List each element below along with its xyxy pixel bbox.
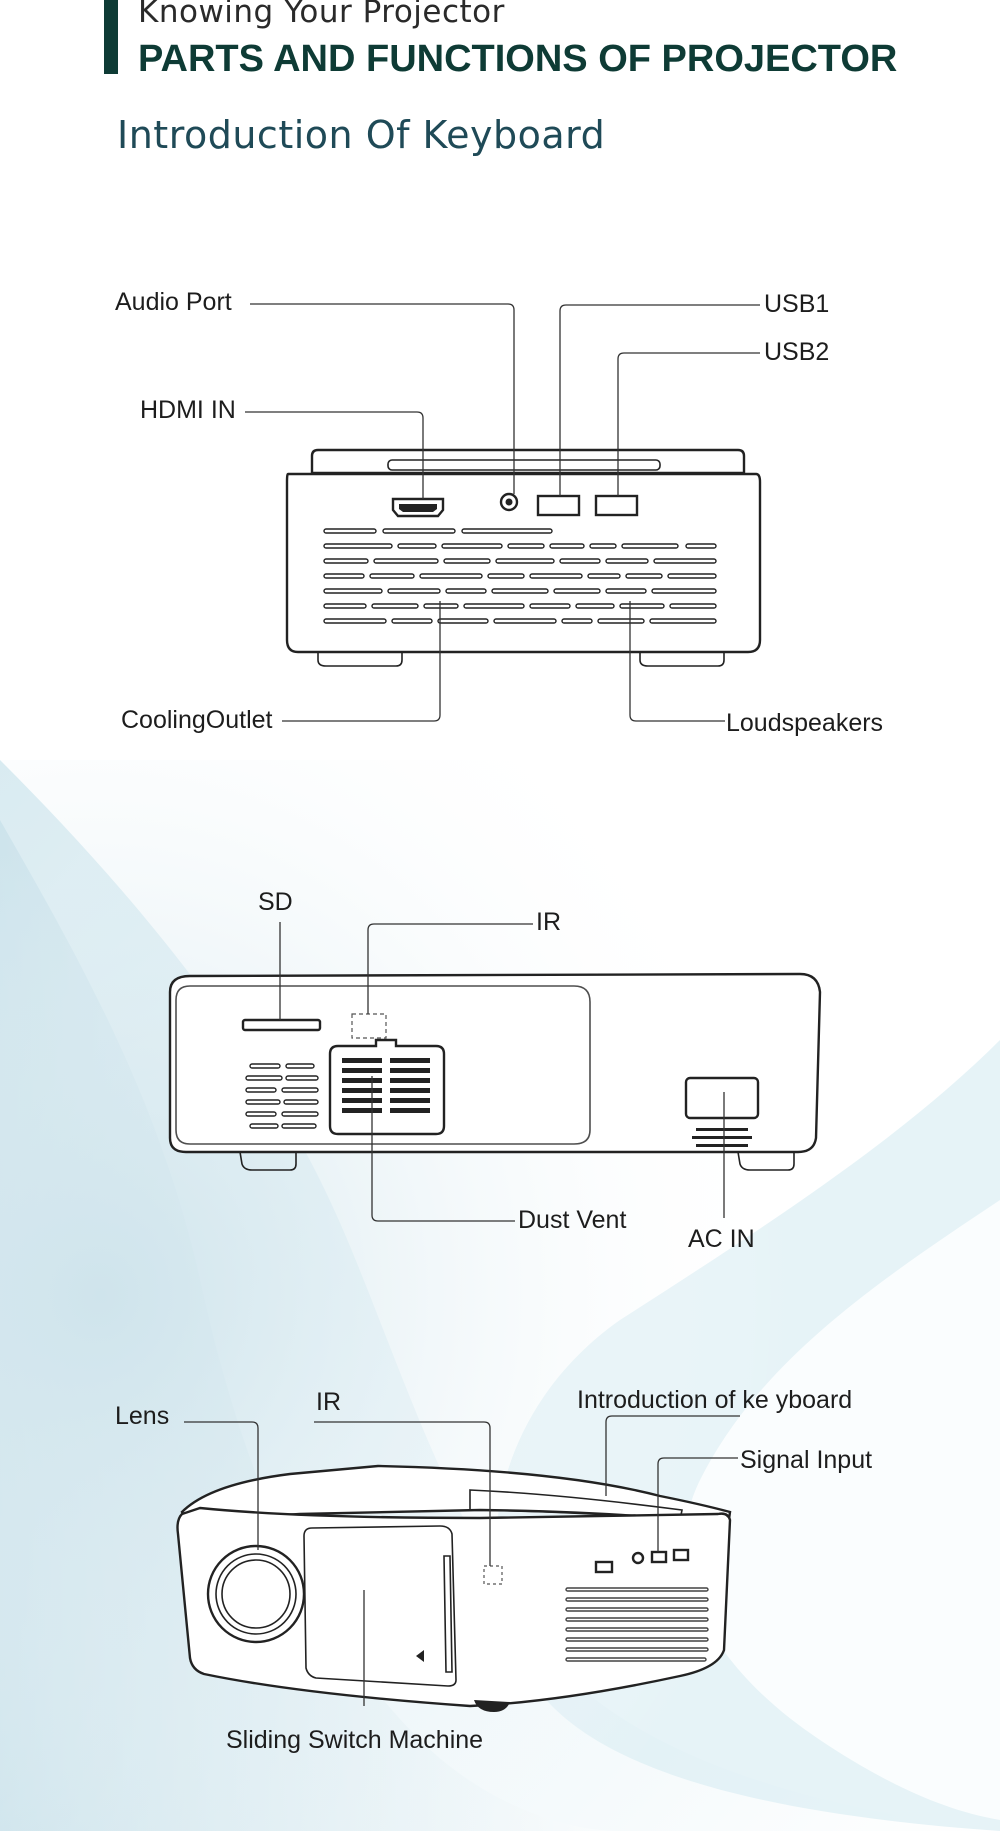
label-sd: SD: [258, 888, 293, 916]
label-ac-in: AC IN: [688, 1225, 755, 1253]
label-usb1: USB1: [764, 290, 830, 318]
label-sliding-switch: Sliding Switch Machine: [226, 1726, 484, 1754]
label-usb2: USB2: [764, 338, 830, 366]
front-view-diagram: Lens IR Introduction of ke yboard Signal…: [0, 1380, 1000, 1770]
side-view-diagram: SD IR Dust Vent AC IN: [0, 880, 1000, 1280]
label-loudspeakers: Loudspeakers: [726, 709, 884, 737]
rear-view-diagram: Audio Port HDMI IN USB1 USB2 CoolingOutl…: [0, 250, 1000, 770]
front-ir-window: [483, 1565, 503, 1585]
sd-slot: [241, 1018, 322, 1032]
side-view-illustration: [168, 922, 822, 1222]
label-signal-input: Signal Input: [740, 1446, 873, 1474]
label-audio-port: Audio Port: [115, 288, 232, 316]
usb2-port: [594, 494, 639, 517]
section-title: Introduction Of Keyboard: [117, 113, 606, 157]
rear-view-illustration: [245, 303, 762, 722]
label-dust-vent: Dust Vent: [518, 1206, 627, 1234]
label-cooling-outlet: CoolingOutlet: [121, 706, 273, 734]
label-hdmi-in: HDMI IN: [140, 396, 236, 424]
dust-vent-grille: [342, 1058, 430, 1113]
usb1-port: [536, 494, 581, 517]
label-lens: Lens: [115, 1402, 170, 1430]
label-ir-front: IR: [316, 1388, 341, 1416]
label-intro-keyboard: Introduction of ke yboard: [577, 1386, 853, 1414]
ac-in-socket: [684, 1076, 760, 1120]
ir-window: [351, 1013, 387, 1039]
label-ir-side: IR: [536, 908, 561, 936]
header-accent-bar: [104, 0, 118, 74]
header-subtitle: Knowing Your Projector: [138, 0, 505, 30]
page-title: PARTS AND FUNCTIONS OF PROJECTOR: [138, 38, 898, 80]
front-view-illustration: [176, 1415, 740, 1712]
